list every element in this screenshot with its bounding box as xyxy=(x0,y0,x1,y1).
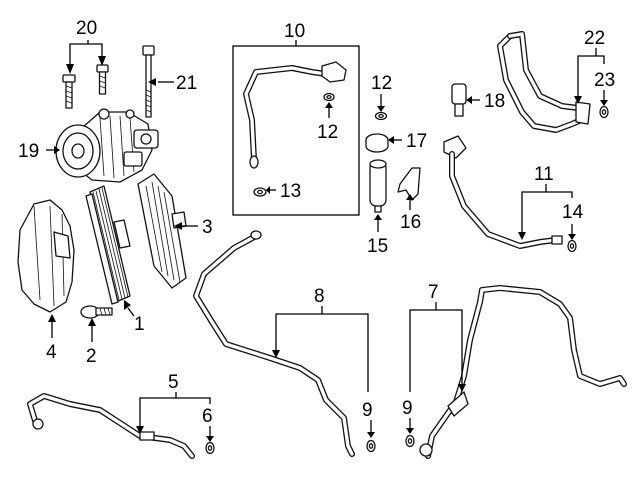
callout-9-left: 9 xyxy=(362,400,373,421)
callout-13: 13 xyxy=(280,181,301,202)
part-cap-17 xyxy=(365,133,389,153)
callout-16: 16 xyxy=(400,212,421,233)
callout-19: 19 xyxy=(18,141,39,162)
callout-1: 1 xyxy=(134,314,145,335)
part-oring-12 xyxy=(374,111,388,121)
part-shroud xyxy=(17,199,75,313)
callout-12-inbox: 12 xyxy=(317,122,338,143)
part-line-7 xyxy=(419,285,627,459)
callout-14: 14 xyxy=(562,202,584,223)
callout-23: 23 xyxy=(594,70,615,91)
part-suction-hose-10 xyxy=(243,61,347,169)
callout-9-right: 9 xyxy=(402,398,413,419)
callout-22: 22 xyxy=(584,28,605,49)
callout-4: 4 xyxy=(46,342,57,363)
callout-7: 7 xyxy=(428,282,439,303)
part-bracket-16 xyxy=(397,167,421,201)
callout-17: 17 xyxy=(406,131,427,152)
part-oring-9-left xyxy=(366,439,376,453)
callout-labels: 20 21 19 4 2 1 3 10 12 13 12 17 15 16 18… xyxy=(18,18,615,427)
callout-6: 6 xyxy=(202,406,213,427)
callout-3: 3 xyxy=(202,217,213,238)
callout-8: 8 xyxy=(314,286,325,307)
callout-10: 10 xyxy=(284,21,305,42)
part-bolts-20 xyxy=(62,64,109,109)
part-oring-6 xyxy=(205,441,215,455)
part-hose-11 xyxy=(443,135,563,249)
part-line-8 xyxy=(193,230,355,457)
callout-18: 18 xyxy=(484,91,505,112)
callout-20: 20 xyxy=(76,18,97,39)
callout-15: 15 xyxy=(367,236,388,257)
part-oring-14 xyxy=(567,239,577,253)
leader-lines xyxy=(46,40,608,442)
callout-21: 21 xyxy=(176,73,197,94)
part-line-5 xyxy=(27,393,195,459)
part-oring-9-right xyxy=(405,434,415,448)
part-compressor xyxy=(55,108,159,183)
part-oring-12-inbox xyxy=(323,92,335,102)
part-hose-22 xyxy=(497,31,591,133)
callout-5: 5 xyxy=(168,372,179,393)
part-receiver-drier-15 xyxy=(369,159,387,213)
part-bolt-2 xyxy=(80,305,113,319)
part-condenser xyxy=(85,185,131,305)
callout-11: 11 xyxy=(534,164,554,185)
part-oring-23 xyxy=(599,105,609,119)
part-oring-13 xyxy=(253,187,267,197)
part-pressure-switch xyxy=(451,83,467,117)
callout-12: 12 xyxy=(371,73,392,94)
part-radiator xyxy=(137,173,187,289)
callout-2: 2 xyxy=(86,346,97,367)
part-long-bolt xyxy=(142,45,155,118)
